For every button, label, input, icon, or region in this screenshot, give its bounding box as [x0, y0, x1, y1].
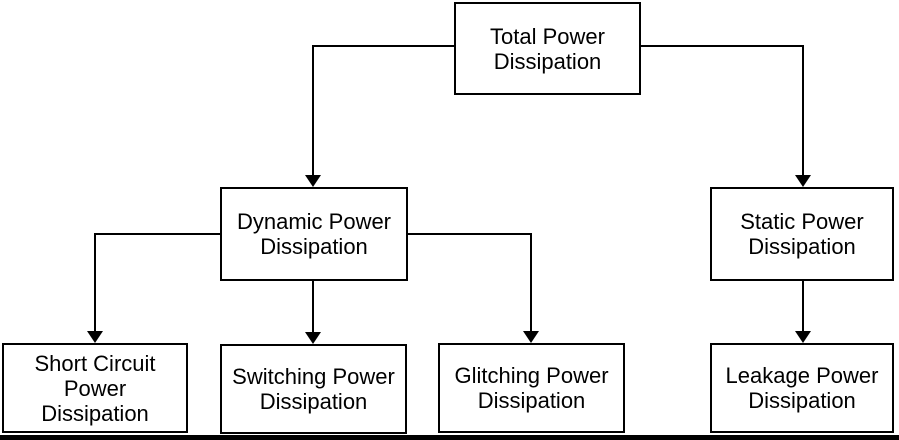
edge-dynamic-shortcircuit-vline	[94, 233, 96, 337]
arrowhead-down-icon	[795, 331, 811, 343]
node-glitching-power-dissipation: Glitching Power Dissipation	[438, 343, 625, 433]
edge-total-dynamic-vline	[312, 45, 314, 179]
node-label: Short Circuit Power Dissipation	[34, 350, 156, 426]
arrowhead-down-icon	[795, 175, 811, 187]
node-leakage-power-dissipation: Leakage Power Dissipation	[710, 343, 894, 433]
node-switching-power-dissipation: Switching Power Dissipation	[220, 344, 407, 434]
node-label: Dynamic Power Dissipation	[236, 209, 392, 259]
arrowhead-down-icon	[87, 331, 103, 343]
arrowhead-down-icon	[305, 175, 321, 187]
bottom-border-line	[0, 435, 899, 440]
arrowhead-down-icon	[305, 332, 321, 344]
edge-total-static-hline	[641, 45, 803, 47]
node-label: Static Power Dissipation	[740, 209, 864, 259]
node-static-power-dissipation: Static Power Dissipation	[710, 187, 894, 281]
edge-static-leakage-vline	[802, 281, 804, 337]
node-short-circuit-power-dissipation: Short Circuit Power Dissipation	[2, 343, 188, 433]
node-dynamic-power-dissipation: Dynamic Power Dissipation	[220, 187, 408, 281]
node-label: Total Power Dissipation	[490, 23, 605, 74]
node-label: Switching Power Dissipation	[232, 364, 395, 414]
arrowhead-down-icon	[523, 331, 539, 343]
edge-dynamic-glitching-vline	[530, 233, 532, 337]
node-label: Glitching Power Dissipation	[454, 363, 609, 413]
edge-dynamic-glitching-hline	[407, 233, 531, 235]
edge-dynamic-shortcircuit-hline	[95, 233, 220, 235]
node-label: Leakage Power Dissipation	[725, 363, 879, 413]
node-total-power-dissipation: Total Power Dissipation	[454, 2, 641, 95]
edge-dynamic-switching-vline	[312, 281, 314, 338]
edge-total-static-vline	[802, 45, 804, 179]
edge-total-dynamic-hline	[313, 45, 454, 47]
